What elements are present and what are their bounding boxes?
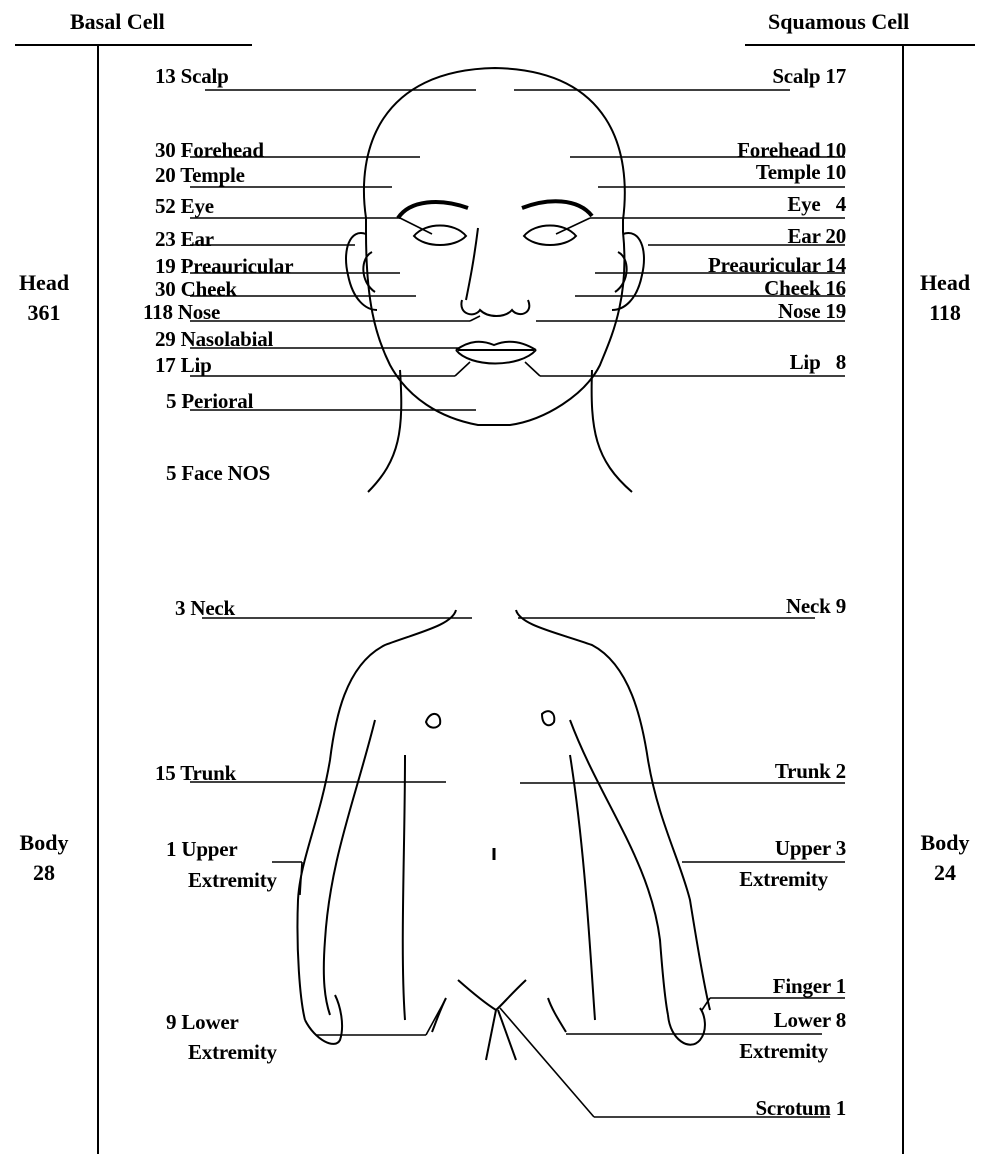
neck-left	[368, 370, 401, 492]
basal-face-nos: 5 Face NOS	[166, 461, 270, 485]
right-head-label: Head	[905, 268, 985, 298]
head-outline	[364, 68, 625, 425]
squamous-eye: Eye 4	[787, 192, 846, 216]
squamous-nose: Nose 19	[778, 299, 846, 323]
basal-upper-extremity-2: Extremity	[188, 868, 277, 892]
squamous-trunk: Trunk 2	[775, 759, 846, 783]
mouth-lower	[456, 350, 536, 364]
squamous-neck: Neck 9	[786, 594, 846, 618]
basal-cheek: 30 Cheek	[155, 277, 237, 301]
left-head-label: Head	[4, 268, 84, 298]
basal-leader-lines	[190, 90, 480, 1035]
basal-nose: 118 Nose	[143, 300, 220, 324]
left-torso-side	[403, 755, 405, 1020]
squamous-scalp: Scalp 17	[772, 64, 846, 88]
left-body-label: Body	[4, 828, 84, 858]
squamous-upper-extremity-1: Upper 3	[775, 836, 846, 860]
basal-lower-extremity-2: Extremity	[188, 1040, 277, 1064]
squamous-lip: Lip 8	[790, 350, 846, 374]
squamous-scrotum: Scrotum 1	[755, 1096, 846, 1120]
squamous-preauricular: Preauricular 14	[708, 253, 846, 277]
left-hand	[305, 995, 342, 1044]
groin-right	[496, 980, 526, 1010]
basal-eye: 52 Eye	[155, 194, 214, 218]
left-body-value: 28	[4, 858, 84, 888]
left-eyebrow	[398, 202, 468, 218]
left-nipple	[426, 714, 440, 728]
left-body-total: Body 28	[4, 828, 84, 888]
thigh-right	[548, 998, 566, 1032]
nose-ridge	[466, 228, 478, 300]
right-nipple	[542, 711, 554, 725]
basal-perioral: 5 Perioral	[166, 389, 253, 413]
right-hand	[668, 1008, 705, 1045]
left-ear-inner	[363, 252, 375, 292]
squamous-cheek: Cheek 16	[764, 276, 846, 300]
basal-cell-header: Basal Cell	[70, 10, 165, 34]
squamous-temple: Temple 10	[756, 160, 846, 184]
squamous-lower-extremity-2: Extremity	[739, 1039, 828, 1063]
basal-temple: 20 Temple	[155, 163, 245, 187]
squamous-upper-extremity-2: Extremity	[739, 867, 828, 891]
squamous-ear: Ear 20	[788, 224, 847, 248]
basal-preauricular: 19 Preauricular	[155, 254, 293, 278]
left-arm-inner	[324, 720, 375, 1015]
right-eyebrow	[522, 201, 592, 216]
right-body-value: 24	[905, 858, 985, 888]
right-body-total: Body 24	[905, 828, 985, 888]
right-head-total: Head 118	[905, 268, 985, 328]
mouth-upper	[456, 342, 536, 350]
basal-neck: 3 Neck	[175, 596, 235, 620]
basal-upper-extremity-1: 1 Upper	[166, 837, 238, 861]
neck-right	[592, 370, 632, 492]
right-ear	[612, 233, 644, 310]
left-head-value: 361	[4, 298, 84, 328]
basal-nasolabial: 29 Nasolabial	[155, 327, 273, 351]
squamous-forehead: Forehead 10	[737, 138, 846, 162]
torso-left-outline	[297, 610, 456, 1020]
leg-inner-right	[498, 1010, 516, 1060]
nose-base	[461, 300, 529, 316]
leg-inner-left	[486, 1010, 496, 1060]
squamous-cell-header: Squamous Cell	[768, 10, 909, 34]
left-head-total: Head 361	[4, 268, 84, 328]
right-head-value: 118	[905, 298, 985, 328]
groin-left	[458, 980, 496, 1010]
basal-lower-extremity-1: 9 Lower	[166, 1010, 239, 1034]
squamous-finger: Finger 1	[773, 974, 846, 998]
basal-trunk: 15 Trunk	[155, 761, 236, 785]
right-torso-side	[570, 755, 595, 1020]
basal-forehead: 30 Forehead	[155, 138, 264, 162]
right-body-label: Body	[905, 828, 985, 858]
basal-scalp: 13 Scalp	[155, 64, 229, 88]
basal-ear: 23 Ear	[155, 227, 214, 251]
basal-lip: 17 Lip	[155, 353, 212, 377]
squamous-lower-extremity-1: Lower 8	[774, 1008, 846, 1032]
right-arm-inner	[570, 720, 668, 1015]
